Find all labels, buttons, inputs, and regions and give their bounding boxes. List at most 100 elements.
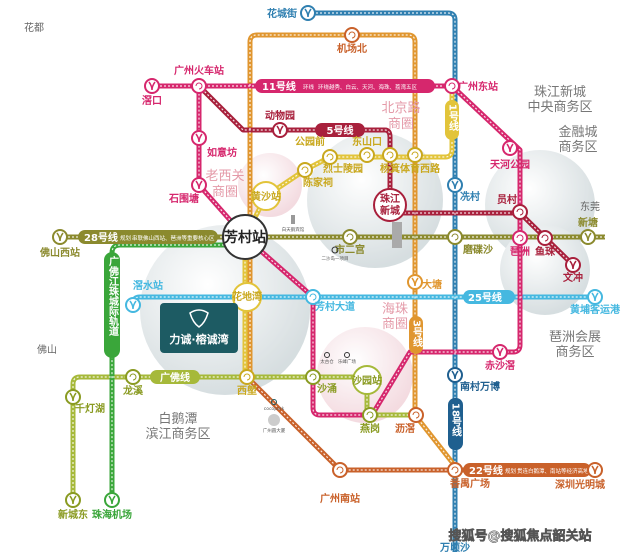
station-jiaoshui[interactable]: 滘水站 (125, 279, 163, 313)
station-dongwuyuan[interactable]: 动物园 (265, 109, 295, 138)
station-gongyuanqian[interactable]: 公园前 (295, 135, 338, 165)
station-ruyifang[interactable]: 如意坊 (191, 130, 237, 159)
station-gzdz[interactable]: 广州东站 (444, 78, 498, 94)
station-label: 机场北 (337, 42, 367, 55)
station-label: 新塘 (578, 216, 598, 229)
area-baietan: 白鹅潭 (158, 411, 197, 427)
svg-text:贯连白鹅潭、南站等经济高地: 贯连白鹅潭、南站等经济高地 (517, 467, 589, 475)
station-huangsha[interactable]: 黄沙站 (251, 181, 281, 211)
line-dash (198, 85, 574, 266)
station-shiergong[interactable]: 市二宫 (335, 229, 365, 256)
station-chishajiao[interactable]: 赤沙滘 (485, 344, 515, 372)
landmarks: 白天鹅宾馆 二沙岛一项目 太古仓 乐峰广场 cocopark 广州圆大厦 (263, 215, 402, 434)
line-28-badge[interactable]: 28号线 规划 串联佛山西站、琶洲等重要核心区 (78, 230, 218, 244)
station-label: 市二宫 (335, 243, 365, 256)
station-yuancun[interactable]: 员村 (497, 193, 528, 220)
station-fangcun[interactable]: 芳村站 (222, 214, 268, 260)
station-xintang[interactable]: 新塘 (578, 216, 598, 245)
svg-text:商务区: 商务区 (555, 344, 594, 360)
station-label: 东山口 (352, 135, 382, 148)
station-jichangbei[interactable]: 机场北 (337, 27, 367, 55)
area-pazhou: 琶洲会展 (549, 330, 601, 345)
station-chenjiaci[interactable]: 陈家祠 (297, 162, 333, 189)
station-label: 芳村大道 (315, 300, 355, 313)
station-xikou[interactable]: 滘口 (142, 78, 162, 107)
station-panyu[interactable]: 番禺广场 (447, 462, 490, 490)
station-label: 文冲 (563, 271, 583, 284)
station-huadiwan[interactable]: 花地湾 (232, 282, 262, 312)
svg-text:商圈: 商圈 (212, 185, 238, 200)
line-3-badge[interactable]: 3号线 (409, 316, 423, 354)
station-zhujiangxincheng[interactable]: 珠江 新城 (373, 188, 407, 222)
station-xilang[interactable]: 西塱 (237, 369, 257, 397)
interchange-icon (382, 147, 398, 163)
station-tiyuxilu[interactable]: 体育西路 (400, 147, 441, 175)
station-pazhou[interactable]: 琶洲 (510, 230, 530, 258)
station-lijiao[interactable]: 沥滘 (395, 407, 424, 435)
svg-text:新城: 新城 (380, 204, 400, 217)
station-tianhe[interactable]: 天河公园 (490, 140, 530, 171)
station-label: 滘水站 (133, 279, 163, 292)
station-huachengjie[interactable]: 花城街 (267, 5, 316, 21)
line-3-airport (247, 32, 457, 468)
station-shiweitang[interactable]: 石围塘 (168, 177, 207, 205)
station-fangcundadao[interactable]: 芳村大道 (305, 289, 355, 313)
svg-text:乐峰广场: 乐峰广场 (338, 358, 356, 365)
station-gzhcz[interactable]: 广州火车站 (174, 64, 224, 94)
interchange-icon (447, 229, 463, 245)
svg-text:商务区: 商务区 (558, 139, 597, 155)
svg-text:广佛线: 广佛线 (160, 371, 190, 384)
svg-text:沙园站: 沙园站 (352, 374, 382, 387)
interchange-icon (125, 369, 141, 385)
station-dongshankou[interactable]: 东山口 (352, 135, 382, 163)
line-18-badge[interactable]: 18号线 (448, 398, 463, 450)
station-label: 深圳光明城 (555, 478, 605, 491)
station-datang[interactable]: 大塘 (407, 274, 442, 291)
station-label: 杨箕 (380, 162, 400, 175)
station-label: 佛山西站 (39, 246, 80, 259)
station-label: 广州火车站 (174, 64, 224, 77)
line-guangfo-badge[interactable]: 广佛线 (150, 370, 200, 384)
area-jinrong: 金融城 (558, 124, 597, 140)
station-shayuan[interactable]: 沙园站 (352, 365, 382, 395)
line-dash (72, 376, 416, 500)
station-yangji[interactable]: 杨箕 (380, 147, 400, 175)
intercity-badge[interactable]: 广佛江珠城际轨道 (104, 252, 120, 358)
station-qiandenghu[interactable]: 千灯湖 (65, 389, 105, 415)
station-label: 珠海机场 (92, 508, 132, 521)
station-nancun[interactable]: 南村万博 (447, 367, 500, 393)
station-longxi[interactable]: 龙溪 (122, 369, 144, 397)
station-label: 广州南站 (320, 492, 360, 505)
line-11-badge[interactable]: 11号线 环线 环绕越秀、白云、天河、海珠、荔湾五区 (255, 79, 435, 93)
station-yangang[interactable]: 燕岗 (360, 407, 380, 435)
area-foshan: 佛山 (37, 343, 57, 356)
station-label: 西塱 (237, 384, 257, 397)
station-label: 大塘 (422, 278, 442, 291)
line-25-badge[interactable]: 25号线 (463, 290, 515, 304)
line-5-badge[interactable]: 5号线 (315, 123, 365, 137)
station-zhuhai[interactable]: 珠海机场 (92, 492, 132, 521)
station-yuzhu[interactable]: 鱼珠 (535, 230, 556, 258)
interchange-icon (512, 204, 528, 220)
project-logo[interactable]: 力诚·榕诚湾 (160, 303, 238, 353)
svg-text:5号线: 5号线 (327, 124, 354, 137)
station-xinchengdong[interactable]: 新城东 (58, 492, 88, 521)
station-guangming[interactable]: 深圳光明城 (555, 462, 605, 491)
station-wenchong[interactable]: 文冲 (563, 257, 583, 284)
station-lieshi[interactable]: 烈士陵园 (323, 162, 363, 175)
station-modiesha[interactable]: 磨碟沙 (447, 229, 493, 256)
station-wanqingsha[interactable]: 万顷沙 (439, 542, 470, 552)
station-xiancun[interactable]: 冼村 (447, 177, 480, 203)
station-label: 陈家祠 (303, 176, 333, 189)
svg-text:3号线: 3号线 (411, 320, 423, 348)
line-1-badge[interactable]: 1号线 (445, 100, 459, 140)
station-label: 员村 (497, 193, 517, 206)
interchange-icon (297, 162, 313, 178)
station-foshanxi[interactable]: 佛山西站 (39, 229, 80, 259)
station-huangpu[interactable]: 黄埔客运港 (570, 289, 621, 316)
station-shachong[interactable]: 沙涌 (305, 369, 337, 395)
station-gznz[interactable]: 广州南站 (320, 462, 360, 505)
line-22-badge[interactable]: 22号线 规划 贯连白鹅潭、南站等经济高地 (463, 463, 591, 477)
station-label: 动物园 (265, 109, 295, 122)
station-label: 如意坊 (207, 146, 237, 159)
